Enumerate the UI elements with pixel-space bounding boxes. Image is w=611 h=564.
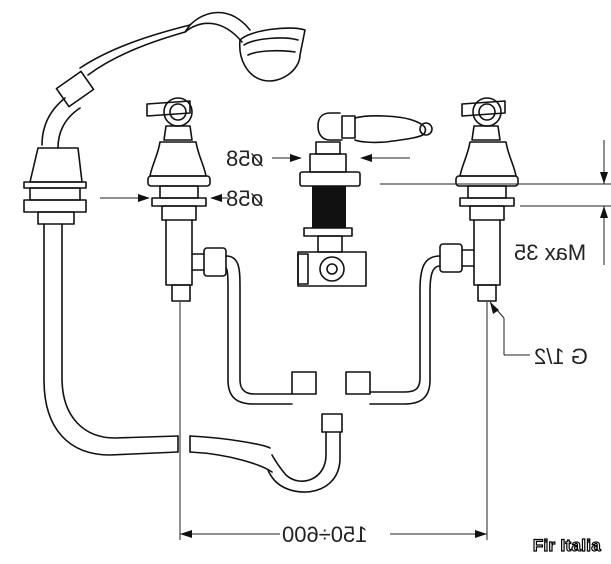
max-depth-label: Max 35	[514, 240, 586, 265]
connection-siphon	[267, 413, 343, 493]
diameter-center-label: ø58	[226, 146, 264, 171]
spacing-label: 150÷600	[282, 522, 368, 547]
right-valve	[345, 97, 519, 405]
center-spout	[297, 112, 433, 287]
dimensions	[100, 140, 611, 540]
threaded-shank	[312, 186, 346, 228]
hand-shower	[23, 11, 306, 473]
left-valve	[146, 97, 317, 405]
labels: ø58 ø58 Max 35 G 1/2 150÷600	[226, 146, 588, 547]
thread-label: G 1/2	[534, 344, 588, 369]
brand-logo: Fir Italia	[532, 535, 601, 555]
diameter-left-label: ø58	[226, 186, 264, 211]
